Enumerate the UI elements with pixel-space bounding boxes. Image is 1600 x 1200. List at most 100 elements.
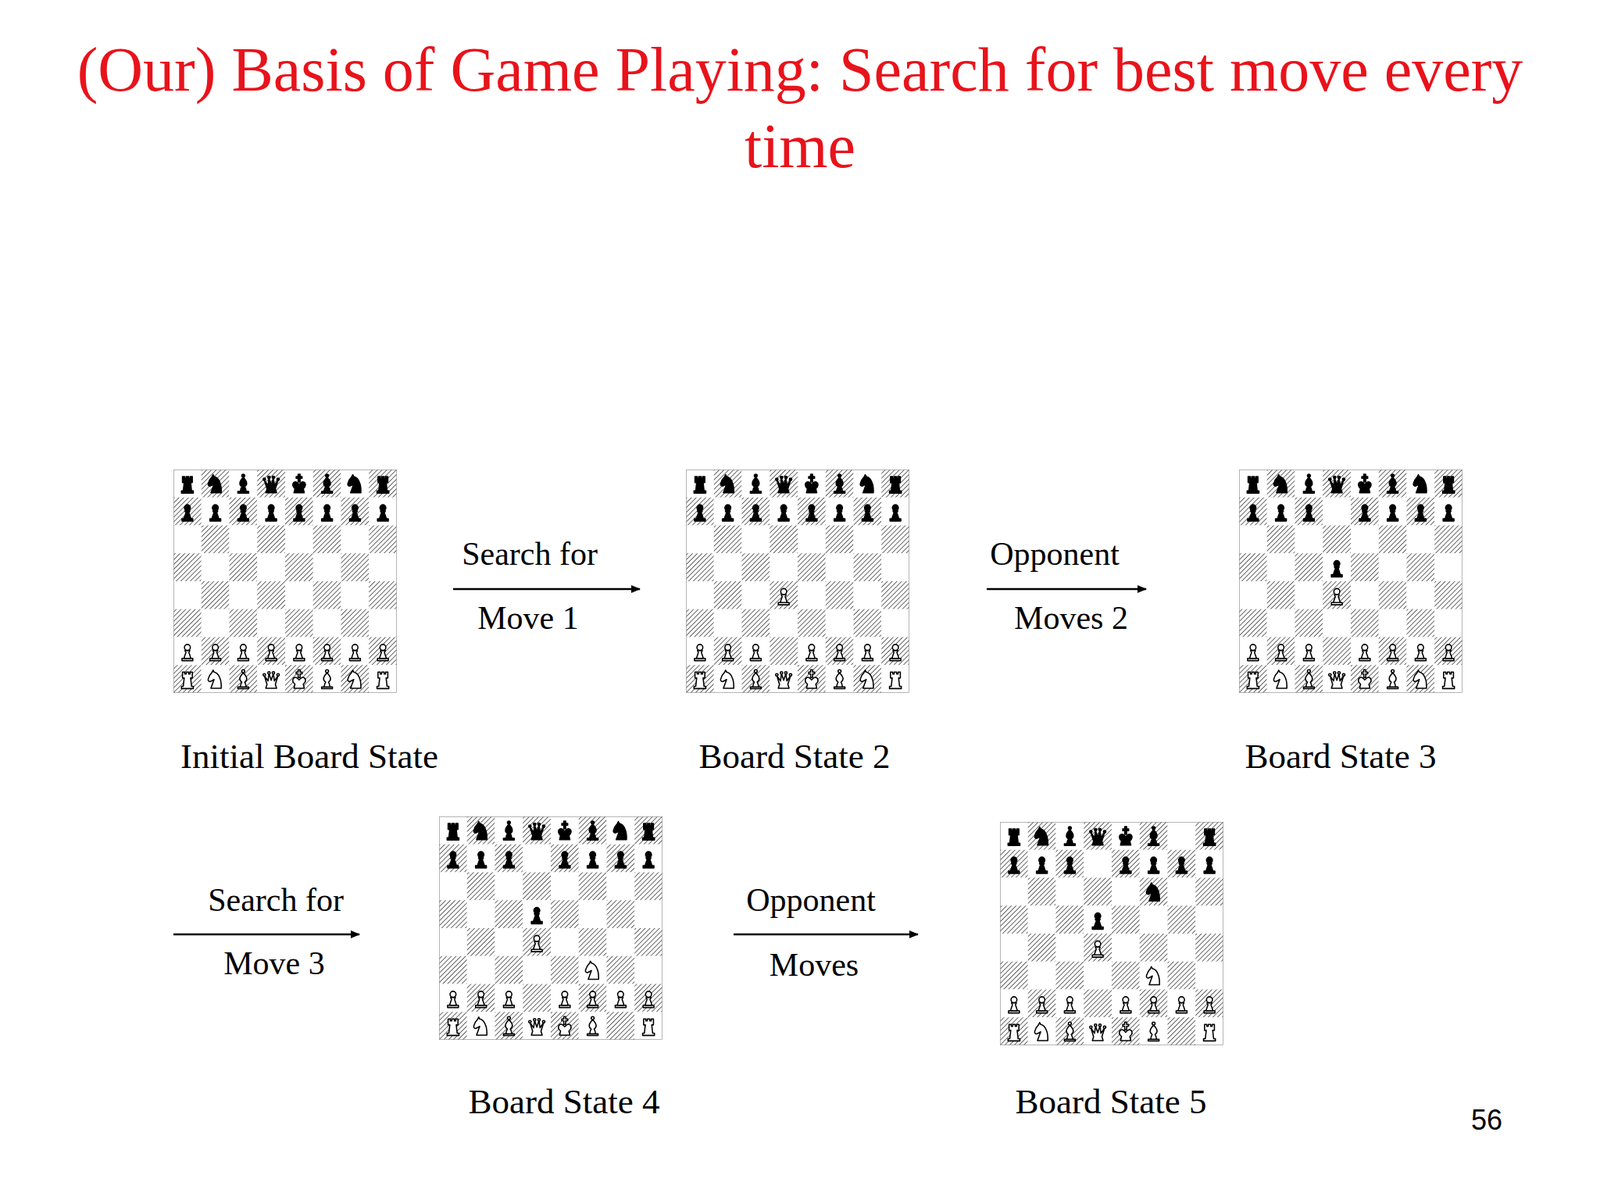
board-square (685, 637, 715, 666)
board-square (1267, 581, 1296, 610)
board-square (1267, 553, 1296, 582)
board-square (201, 637, 230, 666)
board-square (1083, 989, 1112, 1018)
board-square (201, 664, 230, 693)
board-square (1239, 469, 1268, 498)
white-piece (377, 644, 389, 661)
board-square (1407, 497, 1436, 526)
board-square (1378, 637, 1408, 666)
board-square (173, 581, 202, 610)
black-piece (889, 504, 901, 522)
board-square (439, 844, 468, 873)
board-state: Board State 3 (1239, 469, 1463, 778)
board-square (607, 872, 636, 901)
white-piece (889, 644, 901, 661)
board-square (607, 816, 636, 845)
white-piece (473, 1017, 487, 1036)
board-square (1434, 664, 1463, 693)
board-square (1167, 850, 1197, 879)
black-piece (720, 475, 734, 493)
board-square (257, 609, 286, 638)
board-caption: Initial Board State (180, 736, 439, 778)
black-piece (528, 822, 546, 840)
board-square (797, 609, 826, 638)
board-square (769, 553, 798, 582)
board-square (1000, 1017, 1029, 1046)
white-piece (720, 670, 734, 689)
arrow-label: Moves 2 (1014, 599, 1129, 637)
board-square (769, 637, 798, 666)
white-piece (1064, 1021, 1075, 1041)
board-square (853, 497, 883, 526)
black-piece (1203, 828, 1216, 846)
board-square (853, 581, 883, 610)
board-square (550, 816, 579, 845)
board-square (769, 609, 798, 638)
board-square (201, 497, 230, 526)
black-piece (1387, 504, 1399, 522)
white-piece (1442, 644, 1454, 661)
board-square (1028, 933, 1057, 962)
arrow-label: Opponent (746, 881, 876, 919)
board-square (1322, 497, 1351, 526)
board-square (853, 664, 883, 693)
white-piece (207, 670, 222, 689)
white-piece (1148, 996, 1160, 1014)
board-square (285, 664, 314, 693)
black-piece (559, 851, 571, 868)
board-square (1000, 905, 1029, 934)
board-square (825, 469, 854, 498)
white-piece (559, 991, 571, 1008)
board-square (769, 664, 798, 693)
black-piece (1414, 504, 1426, 522)
black-piece (1175, 857, 1187, 874)
board-square (1139, 878, 1168, 907)
white-piece (1359, 644, 1371, 661)
white-piece (321, 669, 333, 689)
white-piece (237, 644, 249, 661)
black-piece (587, 851, 599, 868)
board-square (522, 900, 551, 929)
board-square (522, 956, 551, 985)
board-square (1378, 525, 1408, 554)
board-square (1167, 878, 1197, 907)
white-piece (293, 644, 305, 661)
white-piece (349, 644, 361, 661)
white-piece (1119, 1021, 1133, 1041)
board-square (1139, 850, 1168, 879)
board-square (1434, 497, 1463, 526)
board-square (341, 609, 370, 638)
board-square (467, 872, 496, 901)
board-square (1407, 469, 1436, 498)
board-square (313, 553, 342, 582)
board-square (797, 637, 826, 666)
board-square (439, 900, 468, 929)
board-square (1028, 989, 1057, 1018)
board-square (1407, 581, 1436, 610)
board-square (1111, 878, 1140, 907)
white-piece (860, 670, 874, 689)
black-piece (1120, 857, 1132, 874)
board-square (1350, 553, 1379, 582)
board-frame (439, 816, 662, 1040)
white-piece (642, 1018, 655, 1036)
white-piece (750, 669, 761, 689)
board-square (229, 637, 258, 666)
black-piece (181, 476, 193, 493)
board-square (881, 497, 910, 526)
board-square (797, 664, 826, 693)
chess-board (1239, 469, 1463, 693)
board-square (634, 844, 663, 873)
board-square (1322, 609, 1351, 638)
board-square (685, 525, 715, 554)
board-square (1167, 821, 1197, 850)
white-piece (528, 1018, 546, 1036)
arrow-label: Move 1 (477, 599, 579, 637)
white-piece (292, 669, 306, 689)
board-square (229, 609, 258, 638)
board-square (341, 497, 370, 526)
board-square (257, 637, 286, 666)
board-square (368, 469, 397, 498)
board-square (257, 497, 286, 526)
board-square (467, 844, 496, 873)
